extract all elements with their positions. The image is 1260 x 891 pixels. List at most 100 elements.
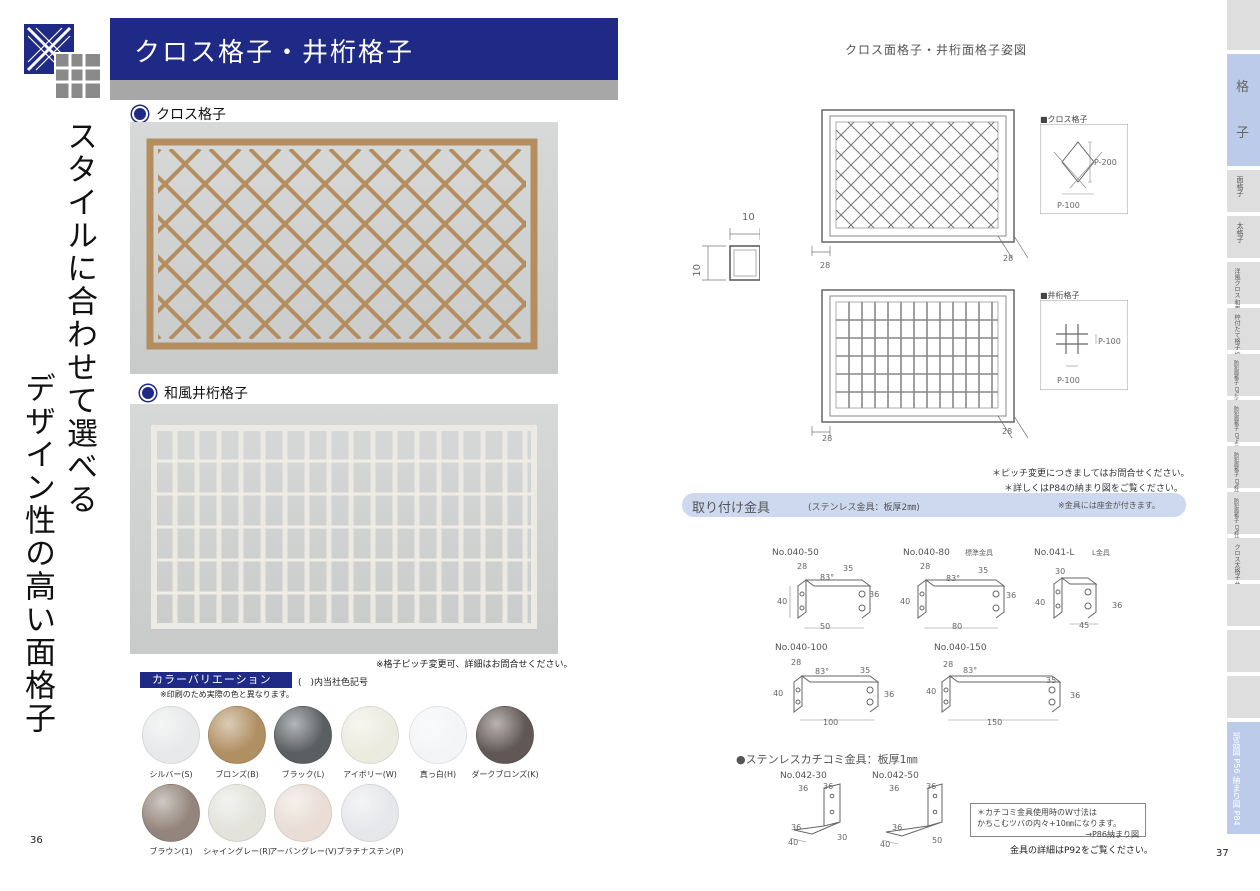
part-number: No.040-50 <box>772 548 819 558</box>
dim-label: 36 <box>1006 591 1017 600</box>
pitch-label: P-200 <box>1094 158 1117 167</box>
sidebar-item[interactable]: 防犯面格子 CP枠付よこ格子 <box>1227 492 1260 561</box>
page-title-bar: クロス格子・井桁格子 <box>110 18 618 80</box>
color-print-note: ※印刷のため実際の色と異なります。 <box>160 690 294 699</box>
bullet-icon <box>140 385 156 401</box>
dim-label: 36 <box>798 784 809 793</box>
slogan-line-1: スタイルに合わせて選べる <box>61 120 97 516</box>
part-tag: L金具 <box>1092 549 1110 557</box>
dim-label: 40 <box>777 597 788 606</box>
brand-logo <box>24 24 104 102</box>
color-swatch <box>208 706 266 764</box>
detail-ref-note: ＊詳しくはP84の納まり図をご覧ください。 <box>1004 484 1183 494</box>
part-tag: 標準金具 <box>965 549 993 557</box>
sidebar-item[interactable] <box>1227 630 1260 672</box>
section-label-igeta: 和風井桁格子 <box>140 383 248 403</box>
swatch-label: ダークブロンズ(K) <box>471 770 539 779</box>
cross-detail-label: ■クロス格子 <box>1040 115 1088 124</box>
sidebar-item[interactable] <box>1227 676 1260 718</box>
dim-label: 40 <box>773 689 784 698</box>
sidebar-main-tab[interactable]: 格 子 <box>1227 54 1260 166</box>
dim-label: 36 <box>823 782 834 791</box>
dim-label: 36 <box>869 590 880 599</box>
title-underline <box>110 80 618 100</box>
dim-label: 36 <box>889 784 900 793</box>
pitch-label: P-100 <box>1057 376 1080 385</box>
part-number: No.040-150 <box>934 643 987 653</box>
part-number: No.040-80 <box>903 548 950 558</box>
katikomi-note-line: →P86納まり図 <box>1085 830 1139 839</box>
sidebar-tab-top <box>1227 0 1260 50</box>
dim-label: 35 <box>1046 676 1057 685</box>
igeta-detail-label: ■井桁格子 <box>1040 291 1080 300</box>
color-swatch <box>409 706 467 764</box>
sidebar-item-label: 防犯面格子 CPたて格子 <box>1233 360 1239 414</box>
katikomi-note-line: かちこむツバの内々+10㎜になります。 <box>977 819 1122 828</box>
color-variation-title: カラーバリエーション <box>140 672 292 688</box>
bullet-icon <box>132 106 148 122</box>
swatch-label: ブラック(L) <box>281 770 325 779</box>
mount-subtitle: (ステンレス金具：板厚2㎜) <box>808 503 920 513</box>
sidebar-item-label: 防犯面格子 CP枠付たて格子 <box>1233 452 1239 516</box>
sidebar-item-label: 部品図 P56 納まり図 P84 <box>1232 732 1241 826</box>
pitch-note: ※格子ピッチ変更可、詳細はお問合せください。 <box>376 660 573 670</box>
section-title: 和風井桁格子 <box>164 386 248 402</box>
sidebar-item-label: 太格子 <box>1236 222 1244 243</box>
swatch-label: アーバングレー(V) <box>269 847 337 856</box>
sidebar-item-parts[interactable]: 部品図 P56 納まり図 P84 <box>1227 722 1260 834</box>
dim-label: 36 <box>791 823 802 832</box>
dim-label: 10 <box>742 212 755 223</box>
igeta-lattice-photo <box>130 404 558 654</box>
sidebar-main-label: 格 <box>1236 80 1250 95</box>
sidebar-item-label: 枠付たて格子 枠付よこ格子 <box>1233 314 1240 388</box>
dim-label: 83° <box>820 573 835 582</box>
dim-label: 30 <box>837 833 848 842</box>
dim-label: 36 <box>1112 601 1123 610</box>
detail-note: 金具の詳細はP92をご覧ください。 <box>1010 846 1153 856</box>
sidebar-item[interactable]: 太格子 <box>1227 216 1260 258</box>
mount-title: 取り付け金具 <box>692 501 771 516</box>
dim-label: 36 <box>892 823 903 832</box>
section-profile-drawing <box>702 228 760 281</box>
part-number: No.040-100 <box>775 643 828 653</box>
page-number-right: 37 <box>1216 848 1229 859</box>
dim-label: 36 <box>1070 691 1081 700</box>
swatch-label: ブロンズ(B) <box>215 770 259 779</box>
dim-label: 36 <box>884 690 895 699</box>
cross-detail-drawing <box>1040 124 1128 214</box>
slogan-line-2: デザイン性の高い面格子 <box>19 372 55 735</box>
dim-label: 28 <box>943 660 954 669</box>
sidebar-item[interactable]: 洋風クロス 和風井桁 <box>1227 262 1260 324</box>
color-swatch <box>341 706 399 764</box>
color-swatch <box>142 784 200 842</box>
dim-label: 30 <box>1055 567 1066 576</box>
dim-label: 80 <box>952 622 963 631</box>
dim-label: 45 <box>1079 621 1090 630</box>
sidebar-item[interactable]: 枠付たて格子 枠付よこ格子 <box>1227 308 1260 388</box>
part-number: No.042-50 <box>872 771 919 781</box>
sidebar-item[interactable]: クロス太格子 井桁太格子 <box>1227 538 1260 612</box>
section-title: クロス格子 <box>156 107 226 123</box>
swatch-label: シャイングレー(R) <box>203 847 271 856</box>
dim-label: 35 <box>860 666 871 675</box>
bracket-040-50-drawing <box>789 579 872 629</box>
bracket-041-l-drawing <box>1053 577 1098 625</box>
sidebar-item-label: 防犯面格子 CP枠付よこ格子 <box>1233 498 1239 562</box>
part-number: No.041-L <box>1034 548 1075 558</box>
sidebar-item[interactable] <box>1227 584 1260 626</box>
dim-label: 28 <box>791 658 802 667</box>
sidebar-item[interactable]: 防犯面格子 CPたて格子 <box>1227 354 1260 413</box>
cross-frame-drawing <box>811 109 1029 259</box>
sidebar-item[interactable]: 防犯面格子 CPよこ格子 <box>1227 400 1260 459</box>
sidebar-item-label: クロス太格子 井桁太格子 <box>1233 544 1240 612</box>
color-swatch <box>341 784 399 842</box>
swatch-label: 真っ白(H) <box>419 770 457 779</box>
cross-lattice-photo <box>130 122 558 374</box>
swatch-label: シルバー(S) <box>149 770 193 779</box>
sidebar-item[interactable]: 防犯面格子 CP枠付たて格子 <box>1227 446 1260 515</box>
sidebar-item[interactable]: 面格子 <box>1227 170 1260 212</box>
swatch-label: ブラウン(1) <box>149 847 193 856</box>
sidebar-item-label: 防犯面格子 CPよこ格子 <box>1233 406 1239 460</box>
katikomi-042-50-drawing <box>881 783 943 845</box>
sidebar-item-label: 面格子 <box>1236 176 1244 197</box>
